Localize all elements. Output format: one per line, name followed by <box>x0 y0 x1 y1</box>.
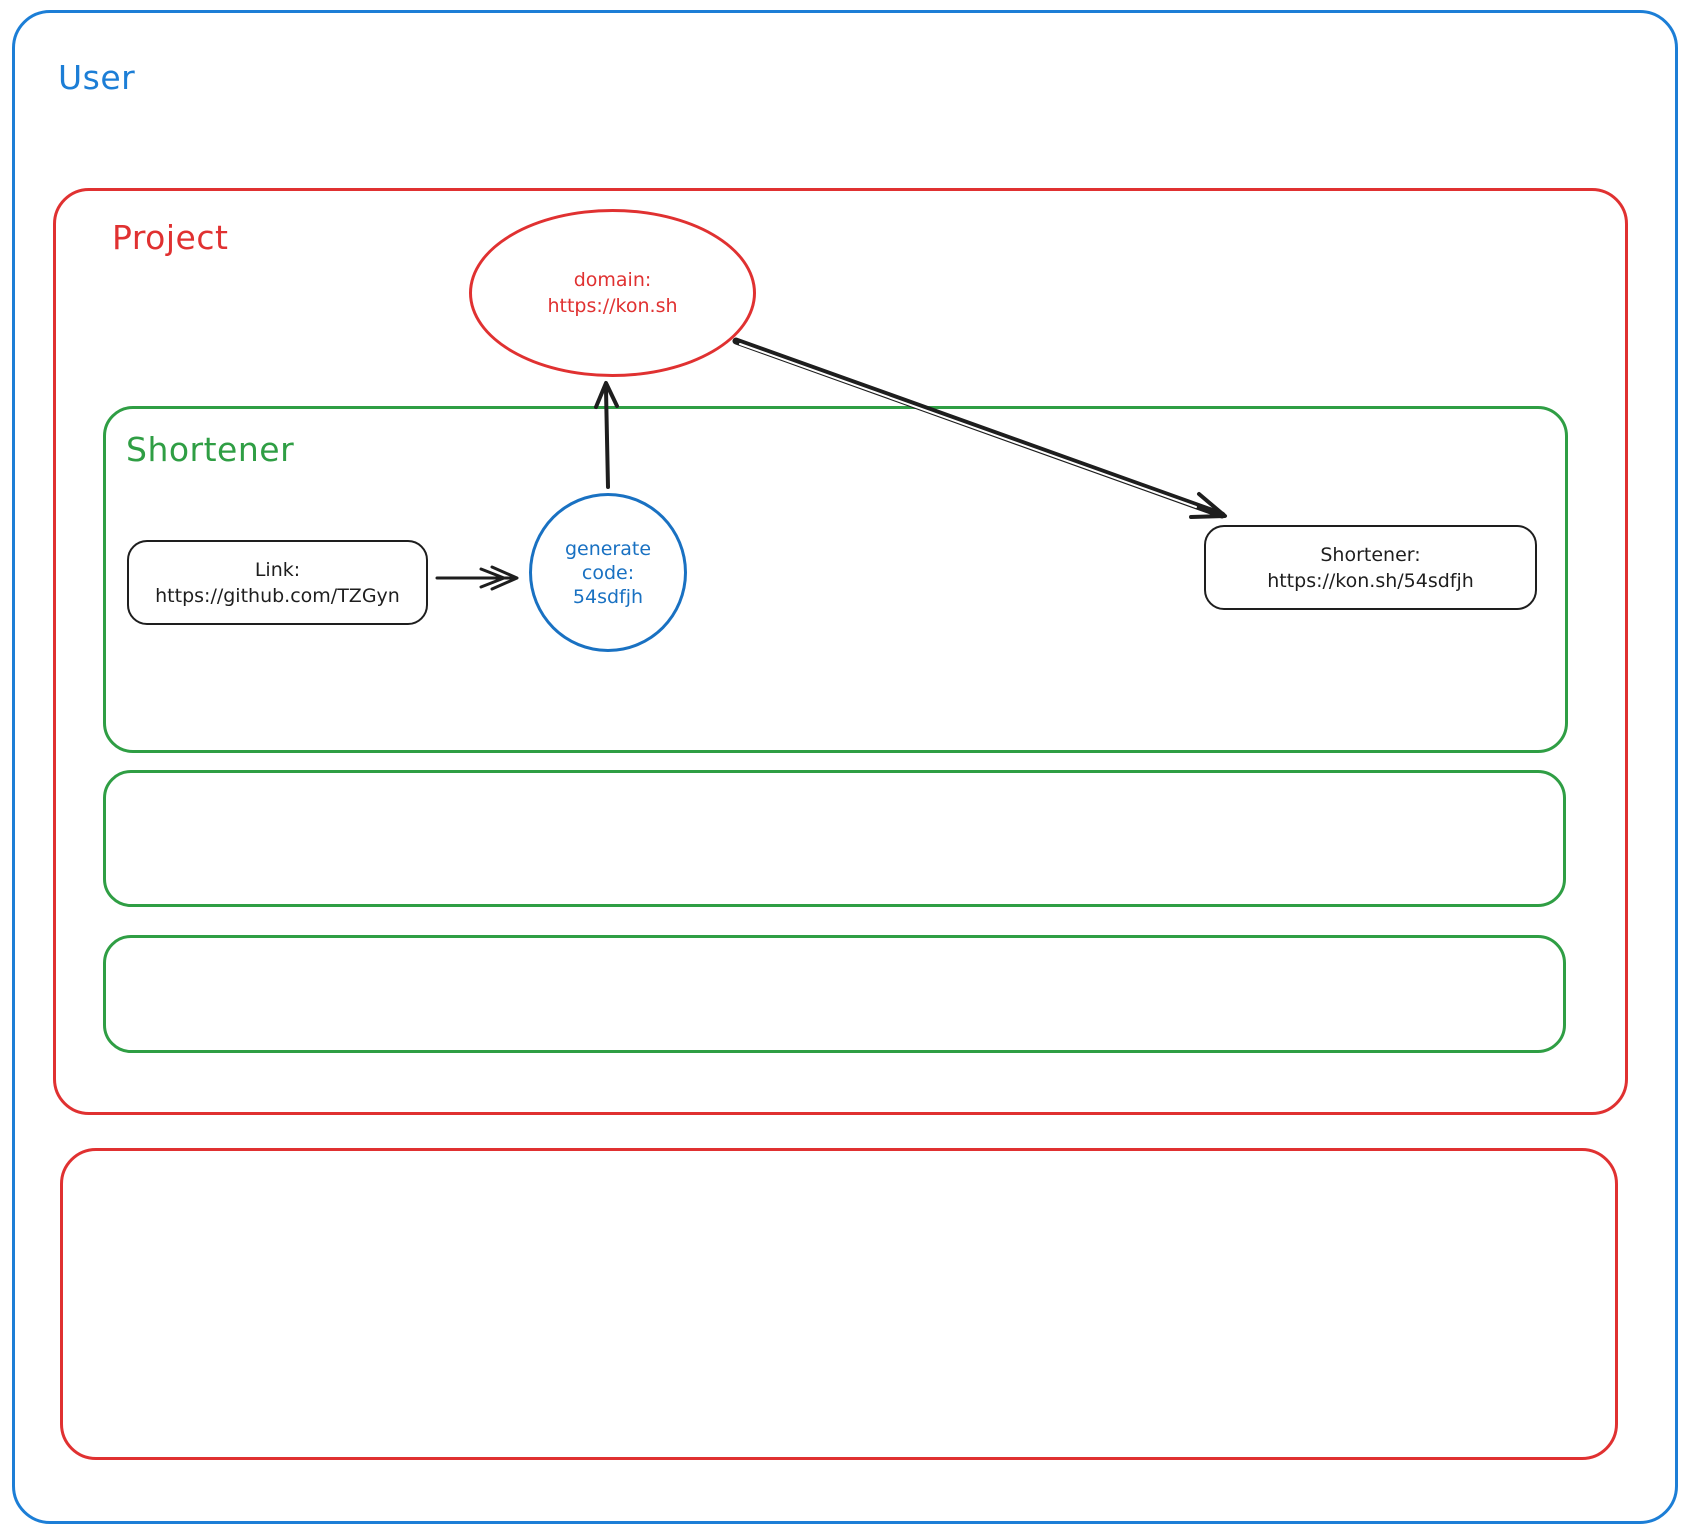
shortened-url-rect-node: Shortener: https://kon.sh/54sdfjh <box>1204 525 1537 610</box>
empty-green-box-2 <box>103 935 1566 1053</box>
project-container-label: Project <box>112 218 229 257</box>
link-node-line-1: Link: <box>254 558 301 581</box>
project-container-box <box>53 188 1628 1115</box>
generate-code-circle-node: generate code: 54sdfjh <box>529 493 687 652</box>
user-container-box <box>12 10 1678 1524</box>
generate-node-line-1: generate <box>564 537 652 560</box>
generate-node-line-2: code: <box>581 561 635 584</box>
empty-red-box <box>60 1148 1618 1460</box>
empty-green-box-1 <box>103 770 1566 907</box>
result-node-line-1: Shortener: <box>1320 543 1421 566</box>
link-rect-node: Link: https://github.com/TZGyn <box>127 540 428 625</box>
link-node-line-2: https://github.com/TZGyn <box>155 584 400 607</box>
generate-node-line-3: 54sdfjh <box>572 585 644 608</box>
shortener-container-label: Shortener <box>126 430 295 469</box>
domain-ellipse-node: domain: https://kon.sh <box>469 209 756 377</box>
user-container-label: User <box>58 58 136 97</box>
result-node-line-2: https://kon.sh/54sdfjh <box>1267 569 1474 592</box>
domain-node-line-2: https://kon.sh <box>547 295 678 317</box>
domain-node-line-1: domain: <box>573 269 652 291</box>
